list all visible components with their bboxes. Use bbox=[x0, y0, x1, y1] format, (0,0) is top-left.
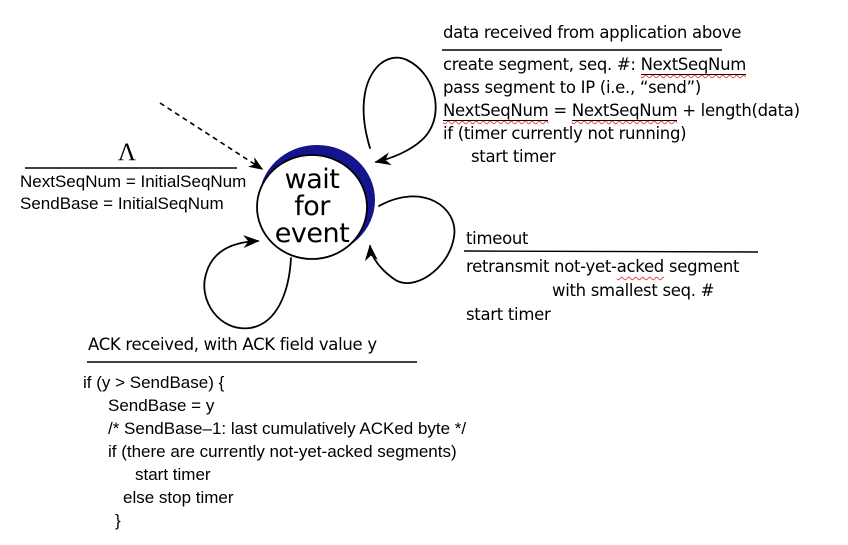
self-loop-timeout bbox=[364, 195, 456, 284]
data-received-actions: create segment, seq. #: NextSeqNum pass … bbox=[443, 53, 800, 168]
action-advance-seqnum: NextSeqNum = NextSeqNum + length(data) bbox=[443, 99, 800, 122]
self-loop-ack-received bbox=[203, 235, 292, 330]
ack-code-line: start timer bbox=[135, 465, 211, 484]
nextseqnum-emphasis: NextSeqNum bbox=[640, 55, 747, 75]
acked-squiggle: acked bbox=[616, 257, 665, 276]
ack-code-line: SendBase = y bbox=[108, 396, 215, 415]
action-create-segment: create segment, seq. #: NextSeqNum bbox=[443, 53, 800, 76]
nextseqnum-emphasis: NextSeqNum bbox=[571, 101, 678, 121]
lambda-event-symbol: Λ bbox=[117, 139, 137, 166]
ack-code-line: } bbox=[115, 511, 121, 530]
timeout-actions: retransmit not-yet-acked segment with sm… bbox=[466, 255, 740, 327]
action-text: segment bbox=[663, 257, 740, 276]
state-label-line: event bbox=[274, 218, 350, 249]
state-label-line: wait bbox=[284, 164, 340, 195]
self-loop-data-received bbox=[362, 56, 437, 166]
action-pass-segment: pass segment to IP (i.e., “send”) bbox=[443, 78, 701, 97]
action-retransmit: retransmit not-yet-acked segment bbox=[466, 255, 740, 279]
data-received-event: data received from application above bbox=[443, 23, 742, 42]
state-circle bbox=[256, 154, 368, 260]
action-start-timer: start timer bbox=[471, 147, 556, 166]
init-actions: NextSeqNum = InitialSeqNum SendBase = In… bbox=[20, 171, 246, 215]
action-text: = bbox=[548, 101, 572, 120]
state-label: wait for event bbox=[250, 166, 374, 247]
timeout-event: timeout bbox=[466, 229, 529, 248]
action-text: + length(data) bbox=[677, 101, 800, 120]
action-start-timer: start timer bbox=[466, 305, 551, 324]
rule-timeout bbox=[463, 250, 759, 253]
state-label-line: for bbox=[294, 191, 330, 222]
ack-code-line: if (y > SendBase) { bbox=[83, 373, 225, 392]
action-text: create segment, seq. #: bbox=[443, 55, 641, 74]
ack-code-line: if (there are currently not-yet-acked se… bbox=[108, 442, 457, 461]
initial-transition-arrow bbox=[159, 102, 264, 170]
action-if-timer: if (timer currently not running) bbox=[443, 124, 687, 143]
action-text: retransmit not-yet- bbox=[466, 257, 617, 276]
nextseqnum-emphasis: NextSeqNum bbox=[443, 101, 549, 121]
ack-code-line: else stop timer bbox=[123, 488, 234, 507]
action-smallest-seq: with smallest seq. # bbox=[552, 281, 715, 300]
ack-received-event: ACK received, with ACK field value y bbox=[88, 335, 377, 354]
ack-actions: if (y > SendBase) { SendBase = y /* Send… bbox=[83, 371, 466, 532]
init-action-line: NextSeqNum = InitialSeqNum bbox=[20, 172, 247, 191]
ack-code-line: /* SendBase–1: last cumulatively ACKed b… bbox=[108, 419, 467, 438]
init-action-line: SendBase = InitialSeqNum bbox=[20, 194, 224, 213]
